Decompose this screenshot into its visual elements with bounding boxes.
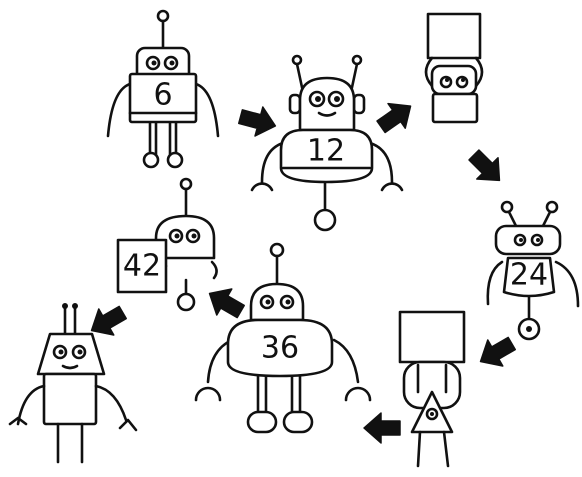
arrow-b-to-c <box>371 93 420 140</box>
robot-c <box>424 12 484 124</box>
robot-h <box>8 303 138 464</box>
robot-d: 24 <box>486 200 580 341</box>
number-card <box>226 318 334 378</box>
arrow-c-to-d <box>462 143 511 192</box>
number-card <box>116 238 168 294</box>
number-label: 24 <box>510 258 548 293</box>
robot-f: 36 <box>194 242 372 434</box>
arrow-d-to-e <box>472 329 520 376</box>
number-card <box>42 372 98 426</box>
number-label: 42 <box>123 249 161 284</box>
arrow-f-to-g <box>201 279 249 326</box>
number-card <box>398 310 466 364</box>
robot-e <box>398 310 466 468</box>
robot-b: 12 <box>250 54 404 232</box>
number-label: 12 <box>307 134 345 169</box>
robot-a: 6 <box>106 9 220 169</box>
number-label: 36 <box>261 331 299 366</box>
number-card <box>128 72 198 124</box>
arrow-a-to-b <box>235 101 280 142</box>
number-card <box>426 12 482 60</box>
number-card <box>502 256 556 298</box>
robot-g: 42 <box>116 177 218 312</box>
arrow-e-to-f <box>363 412 401 444</box>
number-label: 6 <box>153 78 172 113</box>
